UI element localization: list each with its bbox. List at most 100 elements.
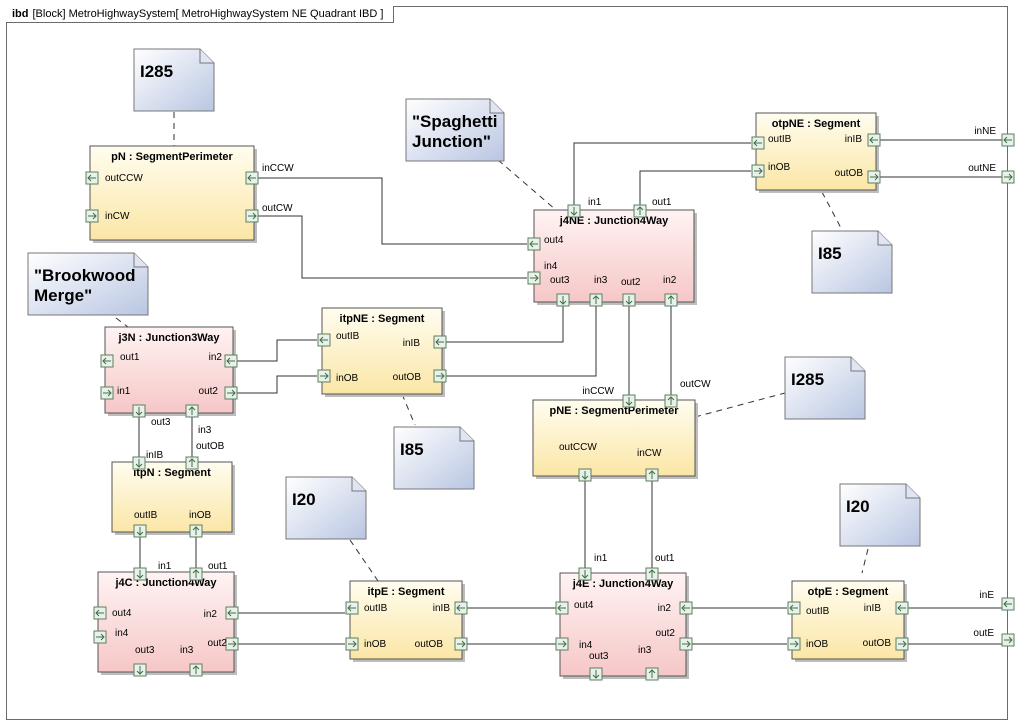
port-arrow — [592, 670, 600, 679]
port-j4E-out3[interactable]: out3 — [589, 651, 609, 681]
block-body — [111, 461, 233, 533]
port-j3N-out3[interactable]: out3 — [132, 404, 171, 428]
block-j3N[interactable]: j3N : Junction3Way — [104, 326, 236, 416]
port-label: outCCW — [105, 173, 143, 184]
port-pNE-outCCW[interactable]: outCCW — [559, 442, 597, 482]
port-otpNE-inIB[interactable]: inIB — [845, 133, 881, 147]
block-itpN[interactable]: itpN : Segment — [111, 461, 235, 535]
port-j4C-out4[interactable]: out4 — [93, 606, 132, 620]
block-itpNE[interactable]: itpNE : Segment — [321, 307, 445, 397]
note-n_i285_top[interactable]: I285 — [133, 48, 215, 112]
port-itpN-inOB[interactable]: inOB — [189, 510, 212, 538]
port-j4E-out4[interactable]: out4 — [555, 600, 594, 615]
port-j4E-in2[interactable]: in2 — [658, 601, 693, 615]
port-arrow — [435, 338, 444, 346]
port-pNE-inCW[interactable]: inCW — [637, 448, 662, 482]
note-body — [811, 230, 893, 294]
port-frame-outNE[interactable]: outNE — [968, 163, 1015, 184]
connector-line — [639, 170, 751, 211]
note-n_i20_left[interactable]: I20 — [285, 476, 367, 540]
port-itpNE-inOB[interactable]: inOB — [317, 369, 359, 384]
port-arrow — [1004, 636, 1013, 644]
block-pNE[interactable]: pNE : SegmentPerimeter — [532, 399, 698, 479]
block-otpNE[interactable]: otpNE : Segment — [755, 112, 879, 193]
port-j4NE-in3[interactable]: in3 — [589, 275, 608, 307]
port-j4E-out2[interactable]: out2 — [656, 628, 693, 651]
port-itpN-outIB[interactable]: outIB — [133, 510, 158, 538]
port-pN-outCW-out[interactable]: outCW — [245, 203, 293, 223]
note-n_i85_mid[interactable]: I85 — [393, 426, 475, 490]
port-j4NE-out4[interactable]: out4 — [527, 235, 564, 251]
note-body — [133, 48, 215, 112]
port-otpE-inOB[interactable]: inOB — [787, 637, 829, 651]
port-j4C-in2[interactable]: in2 — [204, 606, 239, 620]
port-frame-outE[interactable]: outE — [973, 628, 1015, 647]
port-itpN-outOB[interactable]: outOB — [185, 441, 225, 470]
port-otpNE-inOB[interactable]: inOB — [751, 162, 791, 178]
port-itpNE-inIB[interactable]: inIB — [403, 335, 447, 349]
port-j3N-in3[interactable]: in3 — [185, 404, 212, 436]
port-pN-outCCW-in[interactable]: outCCW — [85, 171, 143, 185]
port-j4NE-out3[interactable]: out3 — [550, 275, 570, 307]
block-j4E[interactable]: j4E : Junction4Way — [559, 572, 689, 679]
port-j4C-in1[interactable]: in1 — [133, 561, 172, 581]
port-j3N-out1[interactable]: out1 — [100, 352, 140, 368]
port-j4C-out2[interactable]: out2 — [208, 637, 239, 651]
block-itpE[interactable]: itpE : Segment — [349, 580, 465, 662]
block-j4NE[interactable]: j4NE : Junction4Way — [533, 209, 697, 305]
port-j4NE-in4[interactable]: in4 — [527, 261, 558, 285]
port-otpE-outOB[interactable]: outOB — [863, 637, 909, 651]
port-label: inNE — [974, 126, 996, 137]
port-otpE-inIB[interactable]: inIB — [864, 601, 909, 615]
port-itpNE-outIB[interactable]: outIB — [317, 331, 360, 347]
note-n_i285_mid[interactable]: I285 — [784, 356, 866, 420]
note-n_i20_right[interactable]: I20 — [839, 483, 921, 547]
port-j4E-in3[interactable]: in3 — [638, 645, 659, 681]
port-itpE-inOB[interactable]: inOB — [345, 637, 387, 651]
port-itpE-outIB[interactable]: outIB — [345, 601, 388, 615]
port-arrow — [227, 389, 236, 397]
port-arrow — [102, 357, 111, 365]
note-anchor-line — [694, 392, 786, 418]
port-j4C-out1[interactable]: out1 — [189, 561, 228, 581]
port-arrow — [348, 640, 357, 648]
port-j3N-in1[interactable]: in1 — [100, 386, 131, 400]
port-otpNE-outOB[interactable]: outOB — [835, 168, 881, 184]
port-frame-inNE[interactable]: inNE — [974, 126, 1015, 147]
port-frame-inE[interactable]: inE — [980, 590, 1015, 611]
port-j3N-in2[interactable]: in2 — [209, 352, 238, 368]
port-j4E-out1[interactable]: out1 — [645, 553, 675, 581]
block-j4C[interactable]: j4C : Junction4Way — [97, 571, 237, 675]
port-otpNE-outIB[interactable]: outIB — [751, 134, 792, 150]
port-pN-inCCW-out[interactable]: inCCW — [245, 163, 294, 185]
port-j4E-in4[interactable]: in4 — [555, 637, 593, 651]
port-pNE-outCW[interactable]: outCW — [664, 379, 711, 408]
port-label: outCW — [262, 203, 293, 214]
block-pN[interactable]: pN : SegmentPerimeter — [89, 145, 257, 243]
port-j4C-in3[interactable]: in3 — [180, 645, 203, 677]
port-pNE-inCCW[interactable]: inCCW — [582, 386, 636, 408]
note-anchor-line — [401, 393, 416, 426]
port-j4NE-out2[interactable]: out2 — [621, 277, 641, 307]
port-itpN-inIB[interactable]: inIB — [132, 450, 164, 470]
port-itpE-inIB[interactable]: inIB — [433, 601, 468, 615]
block-otpE[interactable]: otpE : Segment — [791, 580, 907, 662]
block-body — [89, 145, 255, 241]
port-j4C-out3[interactable]: out3 — [133, 645, 155, 677]
note-n_i85_right[interactable]: I85 — [811, 230, 893, 294]
port-j4C-in4[interactable]: in4 — [93, 628, 129, 644]
port-j4E-in1[interactable]: in1 — [578, 553, 608, 581]
note-body — [285, 476, 367, 540]
port-j4NE-in2[interactable]: in2 — [663, 275, 678, 307]
port-otpE-outIB[interactable]: outIB — [787, 601, 830, 617]
port-itpE-outOB[interactable]: outOB — [415, 637, 468, 651]
port-j4NE-in1[interactable]: in1 — [567, 197, 602, 218]
port-label: outIB — [768, 134, 792, 145]
port-j4NE-out1[interactable]: out1 — [633, 197, 672, 218]
port-j3N-out2[interactable]: out2 — [199, 386, 238, 400]
port-pN-inCW-in[interactable]: inCW — [85, 209, 130, 223]
port-itpNE-outOB[interactable]: outOB — [393, 369, 447, 383]
port-arrow — [581, 570, 589, 579]
